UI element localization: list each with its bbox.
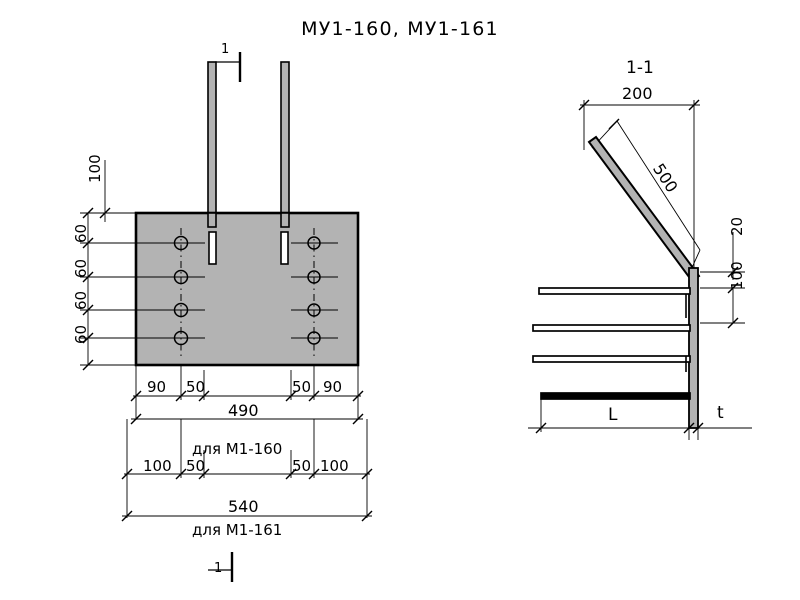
base-plate bbox=[134, 211, 360, 367]
plan-vertical-dimensions bbox=[80, 160, 200, 371]
rail bbox=[532, 355, 691, 363]
section-view bbox=[528, 99, 752, 440]
rail-bottom bbox=[540, 392, 691, 400]
plan-dim-total-490: 490 bbox=[228, 401, 259, 420]
rail bbox=[532, 324, 691, 332]
hole bbox=[291, 236, 338, 250]
plan-dimension-chain-490 bbox=[130, 365, 364, 425]
rod-slot-left bbox=[207, 212, 217, 228]
plan-dim-100-right: 100 bbox=[320, 457, 349, 475]
rail bbox=[538, 287, 691, 295]
hole bbox=[291, 331, 338, 345]
hole-column-right bbox=[291, 228, 338, 360]
section-marker-top-label: 1 bbox=[221, 42, 230, 57]
plan-dim-50-left: 50 bbox=[186, 378, 206, 396]
stiffener-slot-left bbox=[208, 231, 217, 265]
plan-note-m1-160: для М1-160 bbox=[192, 440, 283, 458]
plan-dim-90-left: 90 bbox=[147, 378, 167, 396]
plan-dim-vertical-60-c: 60 bbox=[72, 290, 90, 310]
section-dim-L: L bbox=[608, 405, 618, 425]
plan-dim-total-540: 540 bbox=[228, 497, 259, 516]
hole bbox=[291, 270, 338, 284]
inclined-rail bbox=[587, 135, 701, 283]
section-dim-200: 200 bbox=[622, 84, 653, 103]
plan-dim-50b-left: 50 bbox=[186, 457, 206, 475]
stiffener-slot-right bbox=[280, 231, 289, 265]
plan-dim-vertical-100: 100 bbox=[86, 154, 104, 183]
rod-right bbox=[280, 61, 290, 228]
plan-dim-50-right: 50 bbox=[292, 378, 312, 396]
section-dim-20: 20 bbox=[728, 216, 746, 236]
plan-dim-vertical-60-b: 60 bbox=[72, 258, 90, 278]
plan-dim-100-left: 100 bbox=[143, 457, 172, 475]
section-marker-top bbox=[215, 52, 242, 82]
section-dim-100: 100 bbox=[728, 261, 746, 290]
plan-dim-vertical-60-a: 60 bbox=[72, 223, 90, 243]
drawing-title: МУ1-160, МУ1-161 bbox=[301, 18, 499, 40]
plan-dim-50b-right: 50 bbox=[292, 457, 312, 475]
plan-note-m1-161: для М1-161 bbox=[192, 521, 283, 539]
plan-view bbox=[80, 52, 373, 582]
rod-left bbox=[207, 61, 217, 228]
section-marker-bottom-label: 1 bbox=[214, 561, 223, 576]
plan-dim-vertical-60-d: 60 bbox=[72, 324, 90, 344]
hole bbox=[291, 303, 338, 317]
rod-slot-right bbox=[280, 212, 290, 228]
section-dim-t: t bbox=[717, 403, 724, 423]
plan-dim-90-right: 90 bbox=[323, 378, 343, 396]
section-marker-bottom bbox=[208, 552, 234, 582]
section-label-1-1: 1-1 bbox=[626, 58, 654, 78]
plan-dimension-chain-540 bbox=[121, 419, 373, 522]
